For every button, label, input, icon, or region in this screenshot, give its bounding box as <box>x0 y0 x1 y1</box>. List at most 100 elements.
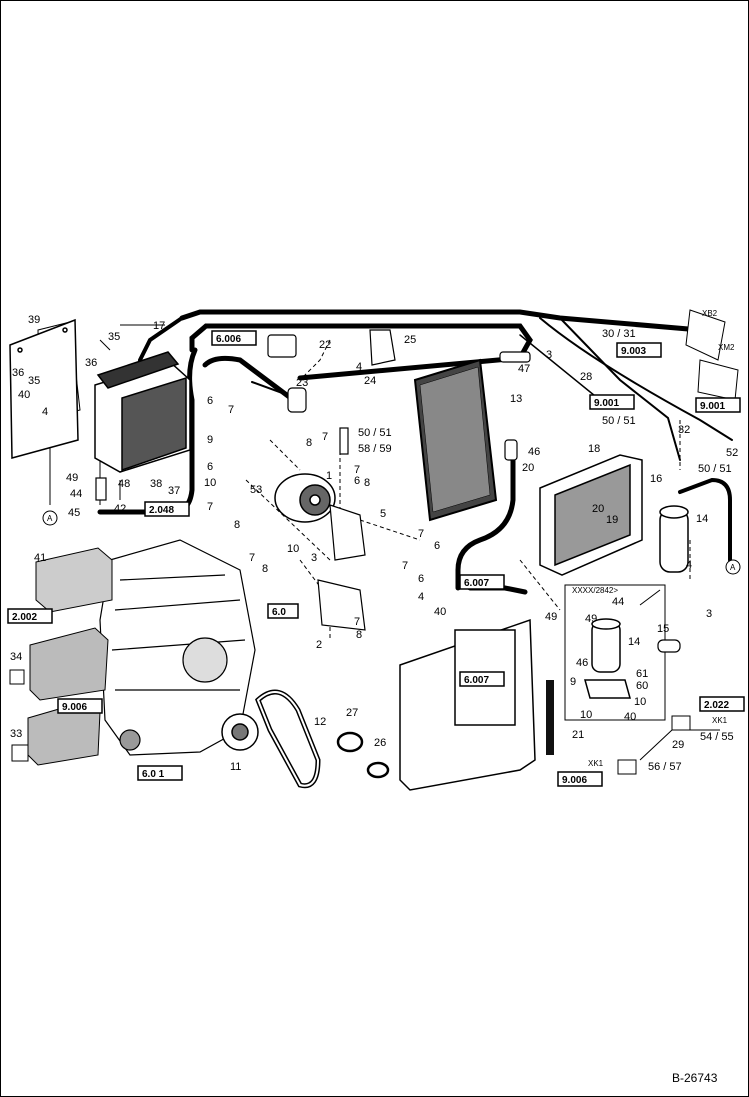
label-49-b: 49 <box>545 611 557 623</box>
label-17: 17 <box>153 320 165 332</box>
ref-6001: 6.0 1 <box>142 769 165 780</box>
evaporator-housing <box>94 351 191 473</box>
label-61: 61 <box>636 668 648 680</box>
label-28: 28 <box>580 371 592 383</box>
ref-2002: 2.002 <box>12 612 37 623</box>
engine-block <box>99 539 256 756</box>
hose-clamps <box>336 731 390 779</box>
label-45: 45 <box>68 507 80 519</box>
label-32: 32 <box>678 424 690 436</box>
label-5: 5 <box>380 508 386 520</box>
ref-6006: 6.006 <box>216 334 241 345</box>
label-16: 16 <box>650 473 662 485</box>
label-7-b: 7 <box>207 501 213 513</box>
ref-6007-a: 6.007 <box>464 578 489 589</box>
label-8-d: 8 <box>364 477 370 489</box>
label-39: 39 <box>28 314 40 326</box>
label-50-51-c: 50 / 51 <box>698 463 732 475</box>
label-10-c: 10 <box>580 709 592 721</box>
label-29: 29 <box>672 739 684 751</box>
label-40-a: 40 <box>18 389 30 401</box>
label-22: 22 <box>319 339 331 351</box>
connector-xk1-bottom: XK1 <box>588 759 604 768</box>
label-6-c: 6 <box>354 475 360 487</box>
fittings <box>95 329 681 653</box>
label-42: 42 <box>114 503 126 515</box>
wire-harness-connectors <box>617 309 739 775</box>
label-3-b: 3 <box>546 349 552 361</box>
label-47: 47 <box>518 363 530 375</box>
label-27: 27 <box>346 707 358 719</box>
ref-9001-b: 9.001 <box>700 401 725 412</box>
label-34: 34 <box>10 651 22 663</box>
label-35-b: 35 <box>28 375 40 387</box>
label-4-a: 4 <box>42 406 48 418</box>
ref-9001-a: 9.001 <box>594 398 619 409</box>
label-44-a: 44 <box>70 488 82 500</box>
label-46-a: 46 <box>528 446 540 458</box>
label-40-c: 40 <box>624 711 636 723</box>
label-33: 33 <box>10 728 22 740</box>
label-4-b: 4 <box>356 361 362 373</box>
label-6-b: 6 <box>207 461 213 473</box>
label-7-g: 7 <box>402 560 408 572</box>
label-30-31: 30 / 31 <box>602 328 636 340</box>
label-10-a: 10 <box>204 477 216 489</box>
label-15: 15 <box>657 623 669 635</box>
receiver-drier <box>659 505 689 573</box>
reference-boxes <box>7 330 745 787</box>
label-9: 9 <box>207 434 213 446</box>
condenser-frame <box>539 454 643 576</box>
compressor <box>274 473 336 523</box>
label-50-51-a: 50 / 51 <box>358 427 392 439</box>
label-19: 19 <box>606 514 618 526</box>
ref-6007-b: 6.007 <box>464 675 489 686</box>
radiator-frame <box>399 618 536 791</box>
connector-xm2: XM2 <box>718 343 735 352</box>
label-8-b: 8 <box>262 563 268 575</box>
ref-9006-a: 9.006 <box>62 702 87 713</box>
label-49-a: 49 <box>66 472 78 484</box>
label-20-a: 20 <box>522 462 534 474</box>
label-6-e: 6 <box>418 573 424 585</box>
label-11: 11 <box>230 761 241 773</box>
marker-a-left: A <box>47 514 53 523</box>
label-41: 41 <box>34 552 46 564</box>
label-8-a: 8 <box>234 519 240 531</box>
inset-drier <box>584 618 631 699</box>
label-26: 26 <box>374 737 386 749</box>
label-8-e: 8 <box>356 629 362 641</box>
label-54-55: 54 / 55 <box>700 731 734 743</box>
marker-texts: A A XXXX/2842> XB2 XM2 XK1 XK1 B-26743 <box>47 309 736 1085</box>
label-36-b: 36 <box>12 367 24 379</box>
label-38: 38 <box>150 478 162 490</box>
label-4-d: 4 <box>686 559 692 571</box>
ref-2022: 2.022 <box>704 700 729 711</box>
connector-xk1-top: XK1 <box>712 716 728 725</box>
label-60: 60 <box>636 680 648 692</box>
label-7-d: 7 <box>322 431 328 443</box>
relay-blocks <box>9 547 113 766</box>
label-52: 52 <box>726 447 738 459</box>
ref-6-mid: 6.0 <box>272 607 286 618</box>
label-24: 24 <box>364 375 376 387</box>
compressor-bracket <box>317 504 366 631</box>
part-number-labels: 39 17 35 36 36 35 40 4 49 44 45 48 42 38… <box>10 314 738 773</box>
ref-9003: 9.003 <box>621 346 646 357</box>
label-35-a: 35 <box>108 331 120 343</box>
label-53: 53 <box>250 484 262 496</box>
connector-xb2: XB2 <box>702 309 718 318</box>
label-13: 13 <box>510 393 522 405</box>
label-3-c: 3 <box>706 608 712 620</box>
label-6-d: 6 <box>434 540 440 552</box>
ref-2048: 2.048 <box>149 505 174 516</box>
mounting-plate <box>9 318 79 459</box>
drawing-number: B-26743 <box>672 1071 718 1085</box>
reference-texts: 6.006 9.003 9.001 9.001 2.048 2.002 6.00… <box>12 334 729 786</box>
label-56-57: 56 / 57 <box>648 761 682 773</box>
label-7-h: 7 <box>354 616 360 628</box>
label-14-a: 14 <box>696 513 708 525</box>
label-2: 2 <box>316 639 322 651</box>
label-20-b: 20 <box>592 503 604 515</box>
label-36-a: 36 <box>85 357 97 369</box>
